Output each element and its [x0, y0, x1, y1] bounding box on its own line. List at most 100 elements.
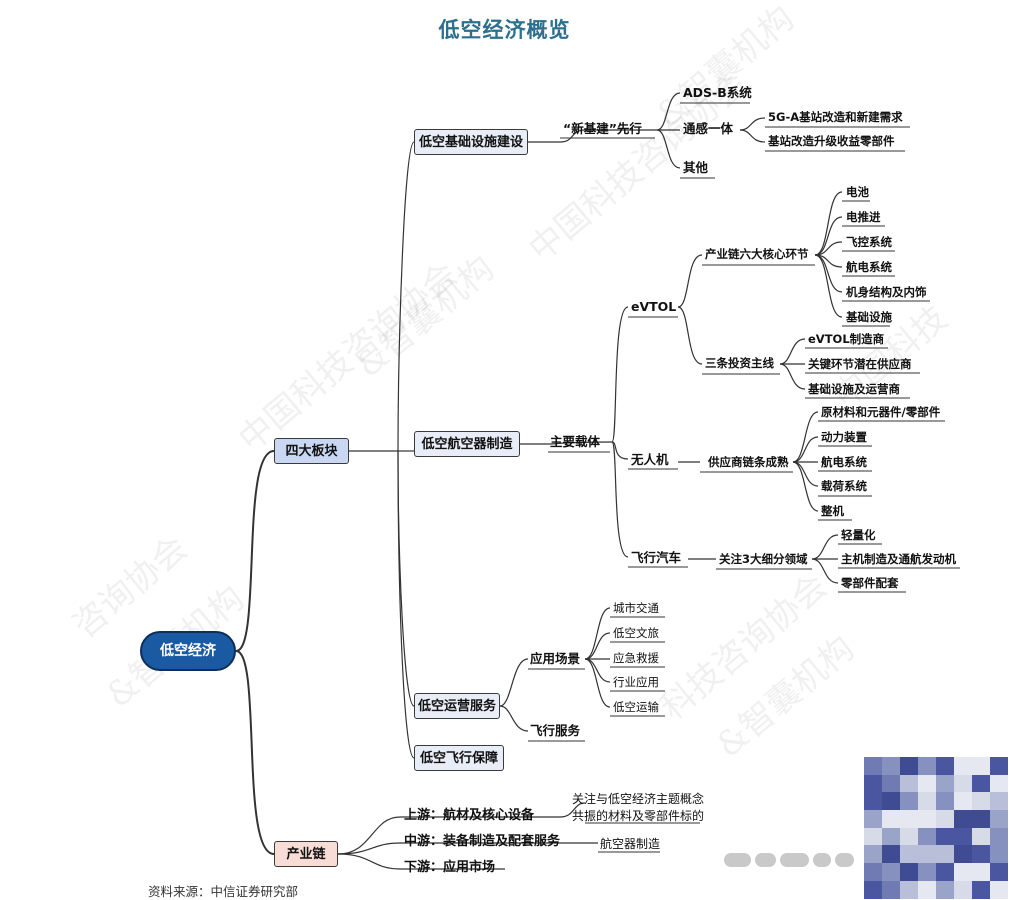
qr-cell [936, 774, 954, 793]
qr-cell [900, 880, 918, 899]
supply-item: 原材料和元器件/零部件 [821, 405, 941, 419]
chain-mid-note: 航空器制造 [600, 837, 661, 851]
qr-cell [954, 827, 972, 846]
supply-item: 动力装置 [821, 430, 867, 444]
invest3-item: 基础设施及运营商 [808, 382, 900, 396]
ops-scenes: 应用场景 [530, 651, 581, 666]
qr-cell [882, 774, 900, 793]
sector-support: 低空飞行保障 [414, 745, 504, 771]
qr-cell [900, 827, 918, 846]
qr-cell [990, 845, 1008, 864]
qr-cell [918, 810, 936, 828]
qr-cell [936, 880, 954, 899]
sector-craft: 低空航空器制造 [414, 431, 520, 457]
craft-drone: 无人机 [631, 452, 669, 467]
qr-cell [954, 792, 972, 811]
qr-cell [918, 845, 936, 864]
qr-cell [900, 810, 918, 828]
qr-cell [918, 792, 936, 811]
page-title: 低空经济概览 [438, 18, 571, 42]
craft-focus: 关注3大细分领域 [719, 552, 808, 566]
craft-main-carrier: 主要载体 [550, 434, 601, 449]
craft-invest3: 三条投资主线 [705, 356, 774, 370]
chain-up: 上游：航材及核心设备 [404, 808, 535, 823]
craft-evtol: eVTOL [631, 299, 677, 314]
qr-cell [972, 845, 990, 864]
invest3-item: eVTOL制造商 [808, 332, 885, 346]
qr-cell [864, 845, 882, 864]
qr-code-image [864, 757, 1008, 899]
qr-cell [954, 774, 972, 793]
qr-cell [900, 774, 918, 793]
qr-cell [882, 792, 900, 811]
qr-cell [864, 880, 882, 899]
qr-cell [936, 792, 954, 811]
qr-cell [936, 810, 954, 828]
focus-item: 主机制造及通航发动机 [841, 552, 956, 566]
qr-cell [990, 774, 1008, 793]
scene-item: 应急救援 [613, 651, 659, 665]
qr-cell [936, 827, 954, 846]
scene-item: 城市交通 [613, 601, 659, 615]
branch-sidaban: 四大板块 [274, 438, 349, 464]
chain-down: 下游：应用市场 [404, 860, 496, 875]
qr-cell [882, 757, 900, 775]
qr-cell [864, 792, 882, 811]
qr-cell [936, 863, 954, 881]
qr-cell [972, 863, 990, 881]
scene-item: 行业应用 [613, 675, 659, 689]
qr-cell [990, 880, 1008, 899]
chain-up-note: 共振的材料及零部件标的 [572, 809, 705, 823]
chain6-item: 机身结构及内饰 [846, 285, 927, 299]
qr-cell [990, 810, 1008, 828]
qr-cell [918, 827, 936, 846]
qr-cell [936, 757, 954, 775]
qr-cell [900, 757, 918, 775]
qr-cell [936, 845, 954, 864]
qr-cell [864, 863, 882, 881]
infra-adsb: ADS-B系统 [683, 85, 752, 100]
qr-cell [954, 845, 972, 864]
infra-other: 其他 [683, 160, 709, 175]
ops-flight-service: 飞行服务 [530, 723, 581, 738]
qr-cell [900, 863, 918, 881]
invest3-item: 关键环节潜在供应商 [808, 357, 912, 371]
qr-cell [882, 880, 900, 899]
chain6-item: 飞控系统 [846, 235, 892, 249]
qr-cell [954, 757, 972, 775]
qr-cell [990, 827, 1008, 846]
qr-cell [972, 880, 990, 899]
qr-cell [864, 827, 882, 846]
sector-infra: 低空基础设施建设 [414, 129, 528, 155]
qr-cell [972, 827, 990, 846]
qr-cell [882, 810, 900, 828]
craft-car: 飞行汽车 [631, 550, 682, 565]
supply-item: 载荷系统 [821, 479, 867, 493]
qr-cell [990, 757, 1008, 775]
craft-supply: 供应商链条成熟 [708, 455, 789, 469]
chain6-item: 基础设施 [846, 310, 892, 324]
qr-cell [990, 792, 1008, 811]
qr-cell [864, 810, 882, 828]
sector-ops: 低空运营服务 [414, 693, 500, 719]
qr-cell [864, 774, 882, 793]
qr-cell [972, 757, 990, 775]
qr-cell [918, 774, 936, 793]
chain-mid: 中游：装备制造及配套服务 [404, 834, 561, 849]
qr-cell [954, 810, 972, 828]
qr-cell [918, 880, 936, 899]
root-node: 低空经济 [140, 631, 236, 671]
infra-xinjijian: “新基建”先行 [563, 121, 642, 136]
qr-cell [882, 827, 900, 846]
qr-cell [972, 774, 990, 793]
chain6-item: 电推进 [846, 210, 881, 224]
source-note: 资料来源：中信证券研究部 [148, 884, 299, 899]
qr-cell [900, 792, 918, 811]
chain6-item: 航电系统 [846, 260, 892, 274]
qr-cell [918, 863, 936, 881]
blurred-caption-image [724, 846, 854, 874]
qr-cell [900, 845, 918, 864]
infra-tonggan-item: 基站改造升级收益零部件 [768, 134, 895, 148]
focus-item: 零部件配套 [841, 576, 899, 590]
